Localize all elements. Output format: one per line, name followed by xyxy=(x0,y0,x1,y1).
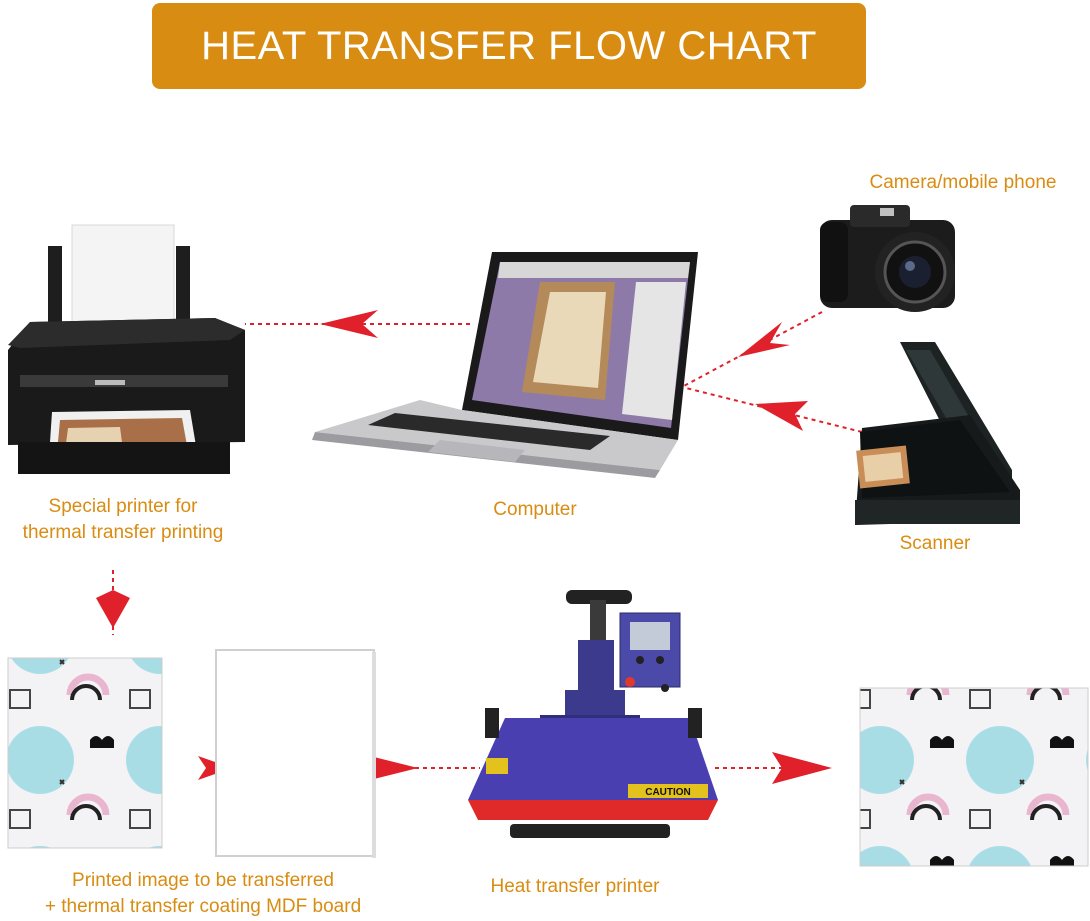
label-printed: Printed image to be transferred + therma… xyxy=(18,868,388,920)
heat-press-icon: CAUTION xyxy=(468,590,718,838)
printer-icon xyxy=(8,224,245,474)
connector-board-press xyxy=(362,754,480,782)
title-banner: HEAT TRANSFER FLOW CHART xyxy=(152,3,866,89)
mdf-board xyxy=(215,649,376,858)
label-printed-line1: Printed image to be transferred xyxy=(72,870,334,891)
arrow-icon xyxy=(755,401,808,431)
label-printer-line1: Special printer for xyxy=(48,496,198,517)
camera-icon xyxy=(820,205,955,312)
label-scanner: Scanner xyxy=(899,533,971,554)
arrow-icon xyxy=(96,590,130,628)
connector-press-result xyxy=(715,752,832,784)
label-computer: Computer xyxy=(493,499,577,520)
label-camera: Camera/mobile phone xyxy=(869,172,1057,193)
caution-label: CAUTION xyxy=(645,787,691,798)
printed-image-sheet xyxy=(7,657,163,849)
arrow-icon xyxy=(738,322,790,357)
connector-camera-computer xyxy=(681,311,823,388)
arrow-icon xyxy=(772,752,832,784)
connector-printer-printed xyxy=(96,570,130,635)
scanner-icon xyxy=(855,342,1020,525)
result-fabric xyxy=(859,687,1089,867)
laptop-icon xyxy=(312,252,698,478)
connector-computer-printer xyxy=(245,310,470,338)
label-heat-press: Heat transfer printer xyxy=(490,876,660,897)
label-printed-line2: + thermal transfer coating MDF board xyxy=(44,896,362,917)
label-printer-line2: thermal transfer printing xyxy=(22,522,224,543)
connector-scanner-computer xyxy=(681,386,863,433)
page-title: HEAT TRANSFER FLOW CHART xyxy=(201,23,817,68)
arrow-icon xyxy=(320,310,378,338)
label-printer: Special printer for thermal transfer pri… xyxy=(0,494,246,546)
